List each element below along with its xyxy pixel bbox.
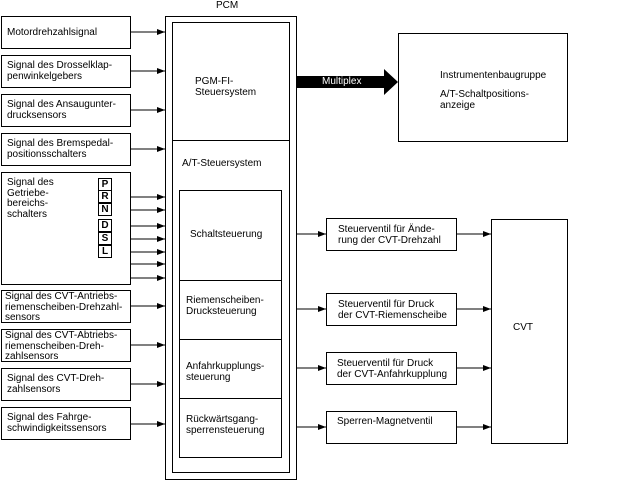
instrument-cluster-title: Instrumentenbaugruppe bbox=[440, 70, 547, 81]
pgmfi-divider bbox=[172, 140, 290, 141]
gear-pin-L: L bbox=[98, 245, 112, 258]
cvt-box: CVT bbox=[491, 219, 568, 444]
pgmfi-label: PGM-FI- Steuersystem bbox=[195, 76, 257, 98]
gear-pin-N: N bbox=[98, 203, 112, 216]
input-driven-pulley-speed: Signal des CVT-Abtriebs- riemenscheiben-… bbox=[1, 329, 131, 362]
gear-pin-D: D bbox=[98, 219, 112, 232]
valve-speed-change: Steuerventil für Ände- rung der CVT-Dreh… bbox=[326, 218, 457, 251]
module-start-clutch: Anfahrkupplungs- steuerung bbox=[179, 339, 282, 399]
at-system-label: A/T-Steuersystem bbox=[182, 158, 262, 169]
valve-lock-solenoid: Sperren-Magnetventil bbox=[326, 411, 457, 444]
module-reverse-lock: Rückwärtsgang- sperrensteuerung bbox=[179, 398, 282, 458]
input-engine-speed: Motordrehzahlsignal bbox=[1, 16, 131, 49]
module-shift-control: Schaltsteuerung bbox=[179, 190, 282, 281]
cvt-label: CVT bbox=[513, 322, 533, 333]
gear-pin-S: S bbox=[98, 232, 112, 245]
shift-indicator-label: A/T-Schaltpositions- anzeige bbox=[440, 89, 529, 111]
valve-pulley-pressure: Steuerventil für Druck der CVT-Riemensch… bbox=[326, 293, 457, 326]
pcm-title: PCM bbox=[216, 0, 239, 11]
gear-pin-R: R bbox=[98, 190, 112, 203]
input-map-sensor: Signal des Ansaugunter- drucksensors bbox=[1, 94, 131, 127]
multiplex-label: Multiplex bbox=[322, 76, 362, 87]
input-drive-pulley-speed: Signal des CVT-Antriebs- riemenscheiben-… bbox=[1, 290, 131, 323]
input-throttle-position: Signal des Drosselklap- penwinkelgebers bbox=[1, 55, 131, 88]
input-cvt-speed: Signal des CVT-Dreh- zahlsensors bbox=[1, 368, 131, 401]
valve-start-clutch: Steuerventil für Druck der CVT-Anfahrkup… bbox=[326, 352, 457, 385]
input-vehicle-speed: Signal des Fahrge- schwindigkeitssensors bbox=[1, 407, 131, 440]
module-pulley-pressure: Riemenscheiben- Drucksteuerung bbox=[179, 280, 282, 340]
instrument-cluster-box: Instrumentenbaugruppe A/T-Schaltposition… bbox=[398, 33, 568, 142]
input-brake-switch: Signal des Bremspedal- positionsschalter… bbox=[1, 133, 131, 166]
multiplex-arrow bbox=[296, 69, 398, 95]
